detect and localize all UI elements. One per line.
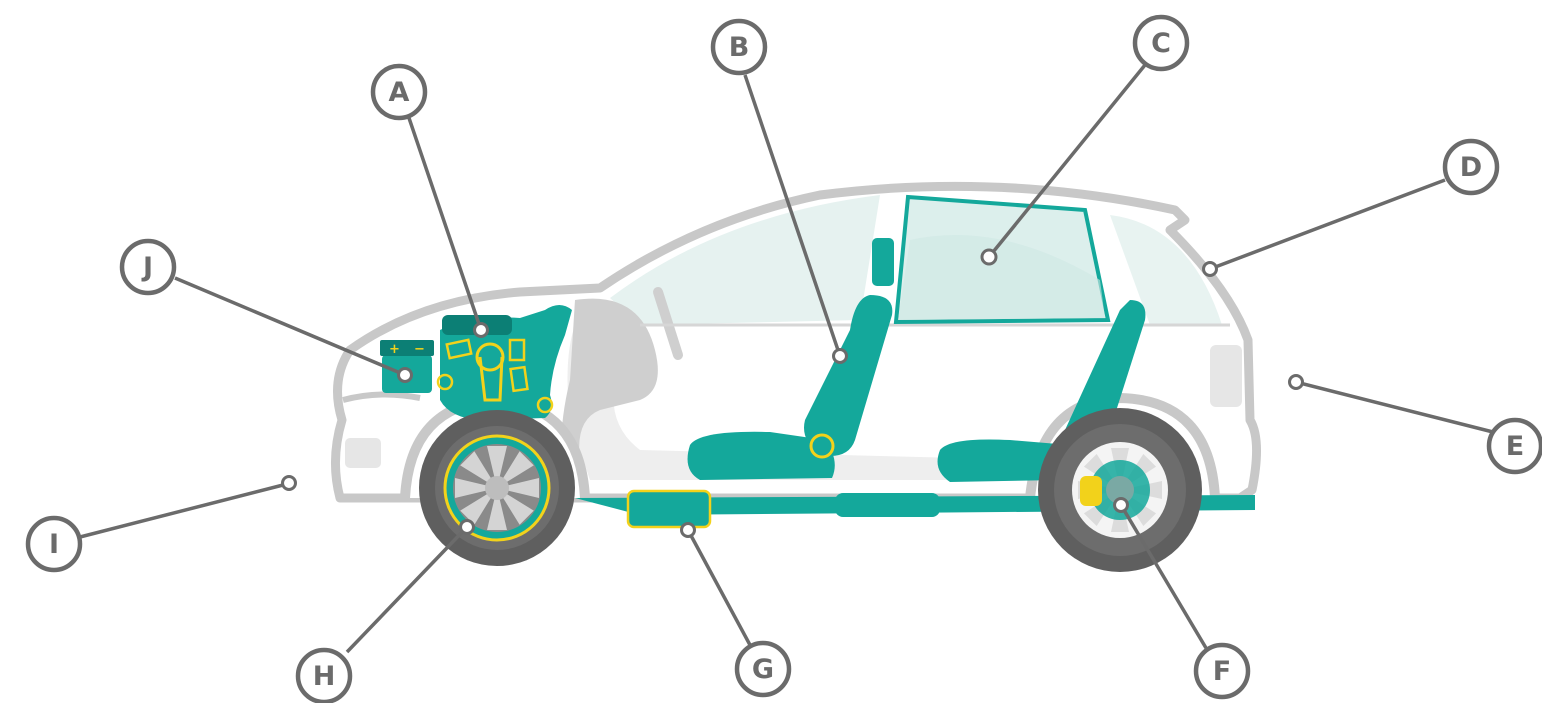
leader-a	[407, 117, 483, 331]
callout-f: F	[1193, 642, 1251, 700]
leader-c	[987, 63, 1147, 259]
callout-b: B	[710, 18, 768, 76]
callout-h: H	[295, 647, 353, 703]
dot-c	[980, 248, 998, 266]
rear-seat-cushion	[937, 439, 1074, 482]
leader-d	[1209, 178, 1446, 271]
dot-a	[473, 322, 489, 338]
front-hub	[485, 476, 509, 500]
underbody-component	[626, 489, 712, 529]
front-rim-spokes	[455, 446, 539, 530]
callout-g-label: G	[752, 654, 774, 685]
leader-dots	[281, 248, 1304, 538]
front-headrest	[872, 238, 894, 286]
leader-b	[743, 74, 842, 357]
leader-i	[79, 482, 288, 539]
leader-h	[345, 525, 469, 654]
callout-d: D	[1442, 138, 1500, 196]
front-seat	[687, 238, 894, 480]
engine-part-2	[508, 338, 526, 362]
callout-j-label: J	[141, 252, 153, 283]
callout-j: J	[119, 238, 177, 296]
dot-i	[281, 475, 297, 491]
front-seat-back	[804, 295, 893, 456]
callout-bubbles: A B C D E F G H	[25, 14, 1542, 703]
callout-e-label: E	[1506, 431, 1524, 462]
dot-j	[397, 367, 413, 383]
callout-h-label: H	[313, 661, 336, 692]
seat-adjuster	[809, 433, 835, 459]
leader-lines	[79, 63, 1494, 654]
dashboard	[561, 298, 658, 495]
exhaust-pipe	[835, 493, 940, 517]
callout-b-label: B	[729, 32, 750, 63]
front-bumper	[342, 391, 421, 403]
callout-f-label: F	[1213, 656, 1231, 687]
callout-d-label: D	[1460, 152, 1482, 183]
dot-d	[1202, 261, 1218, 277]
dot-f	[1113, 497, 1129, 513]
battery-top	[380, 340, 434, 356]
head-light	[345, 438, 381, 468]
leader-e	[1295, 380, 1494, 434]
rear-hub	[1106, 476, 1134, 504]
tail-light	[1210, 345, 1242, 407]
callout-e: E	[1486, 417, 1542, 475]
engine-part-5	[536, 396, 554, 414]
brake-caliper	[1080, 476, 1102, 506]
callout-a-label: A	[389, 77, 410, 108]
front-wheel	[419, 410, 575, 566]
engine-part-4	[436, 373, 454, 391]
rear-wheel	[1038, 408, 1202, 572]
door-window-reflection	[898, 235, 1105, 320]
rear-seat	[937, 300, 1146, 482]
dot-h	[459, 519, 475, 535]
leader-f	[1119, 504, 1208, 649]
leader-g	[686, 529, 752, 646]
dot-g	[680, 522, 696, 538]
battery-plus-sign: +	[389, 342, 400, 357]
rear-quarter-glass	[1110, 215, 1222, 325]
callout-i-label: I	[49, 529, 59, 560]
rear-seat-back	[1065, 300, 1146, 451]
dot-b	[832, 348, 848, 364]
front-seat-cushion	[687, 431, 835, 480]
windshield-glass	[610, 195, 880, 325]
leader-j	[174, 276, 406, 377]
engine-pulley	[475, 342, 505, 372]
callout-g: G	[734, 640, 792, 698]
callout-a: A	[370, 63, 428, 121]
engine-belt	[478, 356, 504, 402]
callout-c-label: C	[1151, 28, 1171, 59]
callout-i: I	[25, 515, 83, 573]
engine-part-3	[509, 365, 529, 393]
dot-e	[1288, 374, 1304, 390]
engine	[436, 305, 572, 420]
callout-c: C	[1132, 14, 1190, 72]
engine-part-1	[445, 338, 473, 360]
battery-minus-sign: −	[414, 342, 425, 357]
